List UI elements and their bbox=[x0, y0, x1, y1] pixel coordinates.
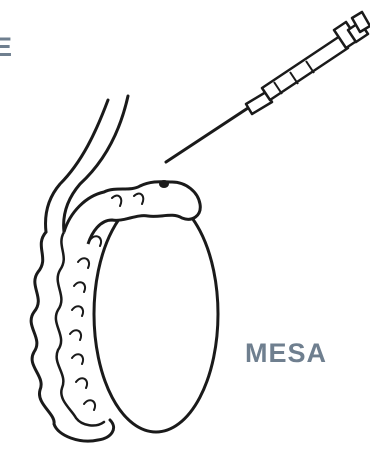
partial-edge-label: E bbox=[0, 32, 13, 63]
needle-shaft bbox=[166, 108, 248, 162]
procedure-label: MESA bbox=[245, 338, 327, 369]
aspiration-point bbox=[159, 180, 169, 188]
syringe-barrel bbox=[262, 36, 348, 100]
testis bbox=[94, 196, 218, 432]
syringe-icon bbox=[166, 12, 370, 162]
